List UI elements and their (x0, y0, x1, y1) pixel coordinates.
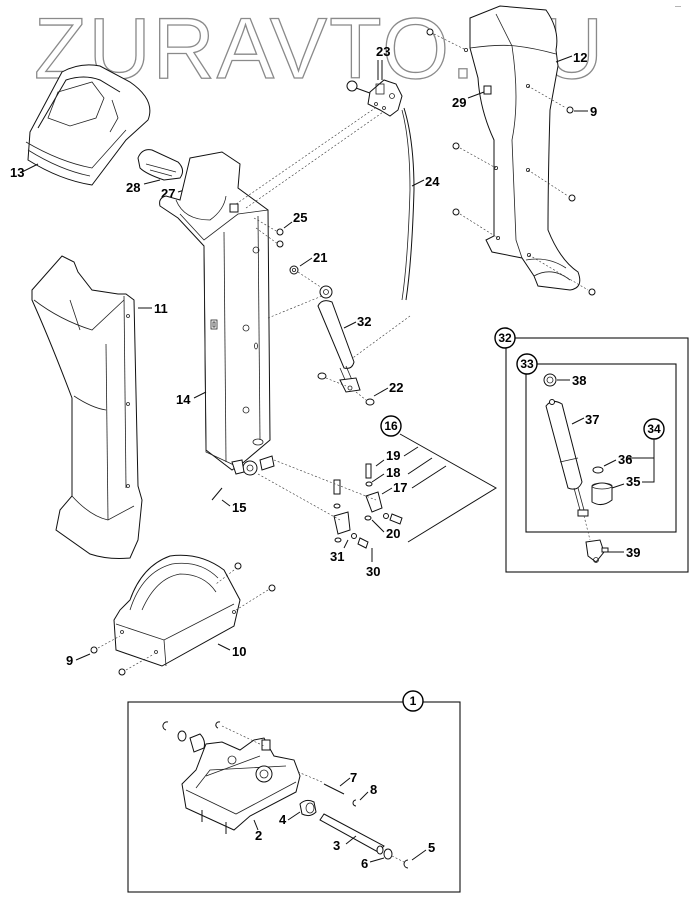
label-24: 24 (425, 174, 440, 189)
part-2-housing (181, 737, 301, 834)
part-11-cover (31, 255, 143, 559)
part-32-gas-spring (317, 285, 361, 393)
assembly-16-callout (380, 415, 402, 437)
label-7: 7 (350, 770, 357, 785)
part-25-screws (253, 217, 284, 248)
label-21: 21 (313, 250, 327, 265)
part-35-sleeve (591, 482, 613, 506)
part-23-lever (346, 79, 403, 117)
label-5: 5 (428, 840, 435, 855)
label-29: 29 (452, 95, 466, 110)
part-17-bracket (364, 463, 403, 525)
label-31: 31 (330, 549, 344, 564)
label-18: 18 (386, 465, 400, 480)
label-39: 39 (626, 545, 640, 560)
part-5-clip (403, 859, 409, 869)
assembly-33-box (525, 363, 677, 533)
label-4: 4 (279, 812, 287, 827)
part-10-base (113, 554, 241, 667)
screws-part-12 (426, 28, 596, 296)
callout-34: 34 (647, 422, 661, 436)
part-37-cylinder (545, 399, 589, 517)
part-7-pin (323, 783, 345, 795)
corner-mark: — (675, 4, 681, 10)
part-21-nut (289, 265, 299, 275)
assembly-33-callout (516, 353, 538, 375)
label-35: 35 (626, 474, 640, 489)
part-12-cover (463, 5, 581, 291)
label-20: 20 (386, 526, 400, 541)
label-9a: 9 (66, 653, 73, 668)
label-25: 25 (293, 210, 307, 225)
part-36-washer (592, 466, 604, 474)
label-15: 15 (232, 500, 246, 515)
part-24-cable (403, 107, 415, 301)
label-14: 14 (176, 392, 191, 407)
label-2: 2 (255, 828, 262, 843)
part-clip-left (162, 721, 169, 731)
label-12: 12 (573, 50, 587, 65)
part-13-cover (25, 64, 151, 186)
part-3-shaft (319, 813, 385, 855)
label-36: 36 (618, 452, 632, 467)
label-9b: 9 (590, 104, 597, 119)
part-38-eye (543, 373, 557, 387)
part-15-pin (211, 487, 223, 501)
assembly-32-callout (494, 327, 516, 349)
label-22: 22 (389, 380, 403, 395)
part-14-column (159, 151, 275, 476)
label-10: 10 (232, 644, 246, 659)
label-6: 6 (361, 856, 368, 871)
part-39-fitting (585, 539, 609, 563)
label-30: 30 (366, 564, 380, 579)
label-38: 38 (572, 373, 586, 388)
part-22-washer (365, 398, 375, 406)
label-8: 8 (370, 782, 377, 797)
callout-16: 16 (384, 419, 398, 433)
label-23: 23 (376, 44, 390, 59)
callout-33: 33 (520, 357, 534, 371)
callout-1: 1 (410, 694, 417, 708)
label-11: 11 (154, 301, 168, 316)
label-28: 28 (126, 180, 140, 195)
part-bushing-left (189, 733, 205, 753)
part-8-clip (352, 799, 357, 807)
part-6-washer (383, 848, 393, 860)
assembly-1-callout (402, 690, 424, 712)
label-13: 13 (10, 165, 24, 180)
callout-32: 32 (498, 331, 512, 345)
part-4-bushing (299, 799, 317, 817)
label-19: 19 (386, 448, 400, 463)
assembly-32-box (505, 337, 689, 573)
label-37: 37 (585, 412, 599, 427)
part-29-clip (483, 85, 492, 95)
part-28-knob (137, 149, 184, 181)
label-3: 3 (333, 838, 340, 853)
label-17: 17 (393, 480, 407, 495)
assembly-1-box (127, 701, 461, 893)
label-32: 32 (357, 314, 371, 329)
part-31-bracket (333, 479, 369, 549)
